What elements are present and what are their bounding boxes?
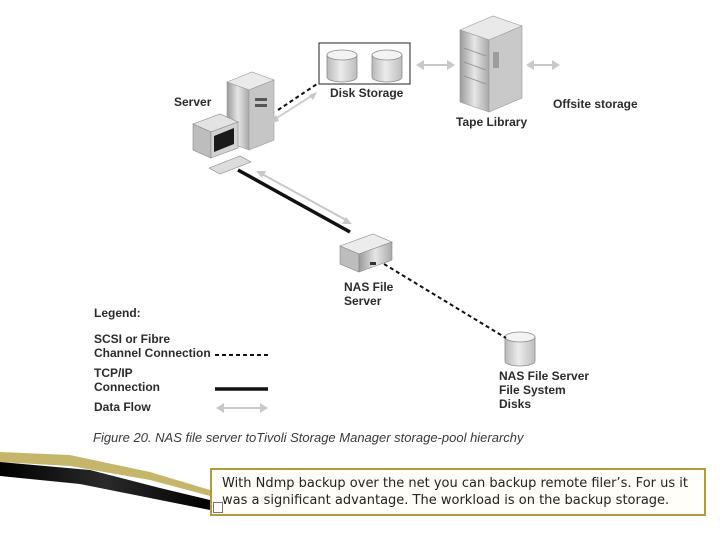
legend-dataflow-sample — [216, 403, 268, 413]
scsi-link-nas-disks — [383, 263, 507, 339]
nas-disks-label-line2: File System — [499, 383, 566, 397]
nas-disks-label-line1: NAS File Server — [499, 369, 590, 383]
dataflow-arrow-server-disk — [268, 92, 317, 124]
legend-dataflow: Data Flow — [94, 400, 151, 414]
text-box-anchor-icon — [213, 502, 223, 513]
dataflow-arrow-tape-offsite — [526, 60, 560, 70]
note-text: With Ndmp backup over the net you can ba… — [222, 476, 688, 508]
nas-file-server-icon — [339, 233, 393, 273]
nas-file-server-label-line1: NAS File — [344, 280, 394, 294]
legend-scsi-line1: SCSI or Fibre — [94, 332, 171, 346]
tcpip-link-server-nas — [237, 168, 351, 234]
note-text-box[interactable]: With Ndmp backup over the net you can ba… — [210, 468, 706, 516]
dataflow-arrow-server-nas — [256, 171, 352, 224]
disk-storage-label: Disk Storage — [330, 86, 404, 100]
figure-caption: Figure 20. NAS file server toTivoli Stor… — [93, 430, 524, 445]
scsi-link-server-disk — [277, 83, 318, 111]
legend-scsi-line2: Channel Connection — [94, 346, 211, 360]
nas-disks-label-line3: Disks — [499, 397, 532, 411]
offsite-storage-label: Offsite storage — [553, 97, 638, 111]
dataflow-arrow-disk-tape — [416, 60, 455, 70]
tape-library-icon — [459, 15, 523, 113]
connections — [237, 60, 560, 339]
server-icon — [192, 71, 275, 175]
legend-title: Legend: — [94, 306, 141, 320]
nas-file-server-label-line2: Server — [344, 294, 382, 308]
server-label: Server — [174, 95, 212, 109]
legend-tcpip-line2: Connection — [94, 380, 160, 394]
disk-storage-icon — [318, 42, 411, 85]
legend-samples — [215, 354, 268, 413]
slide-accent-shape — [0, 452, 210, 540]
nas-disk-icon — [504, 331, 536, 367]
tape-library-label: Tape Library — [456, 115, 528, 129]
legend-tcpip-line1: TCP/IP — [94, 366, 133, 380]
